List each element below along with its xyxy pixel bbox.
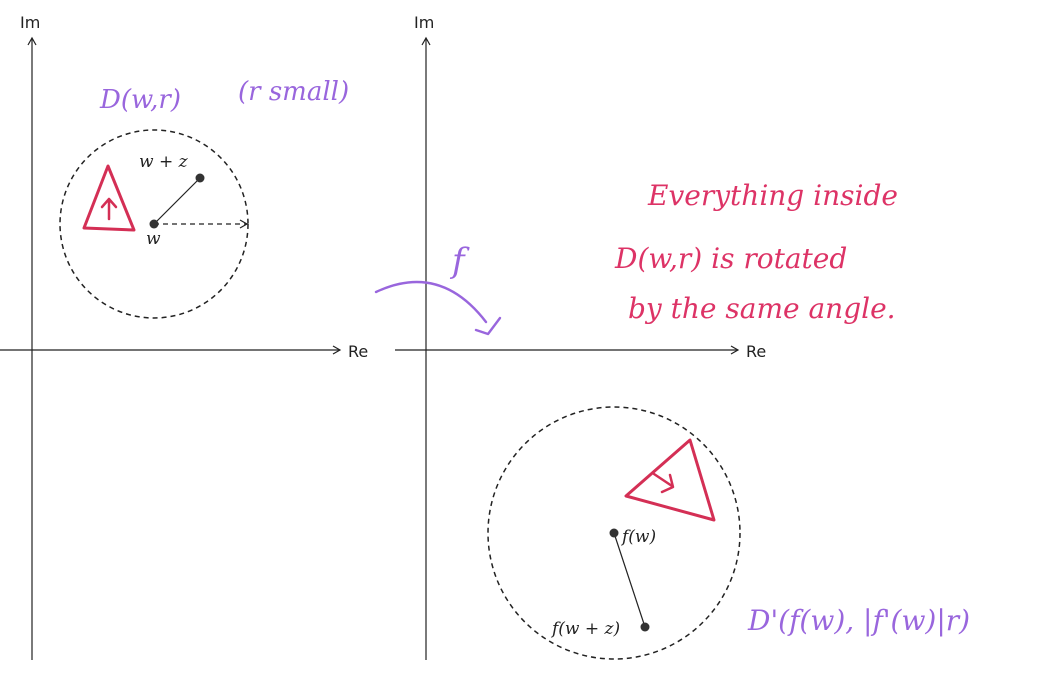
map-arrow: f: [374, 241, 502, 336]
left-disk: D(w,r) (r small) w w + z: [59, 77, 349, 319]
map-label: f: [449, 241, 470, 281]
curved-arrow: [374, 280, 488, 324]
left-offset-point: [195, 173, 205, 183]
right-point-label: f(w + z): [550, 619, 620, 639]
annotation-line2: D(w,r) is rotated: [614, 242, 847, 275]
annotation-line1: Everything inside: [647, 179, 898, 212]
annotation-line3: by the same angle.: [628, 292, 896, 325]
left-triangle: [82, 164, 136, 232]
left-disk-label: D(w,r): [99, 85, 181, 115]
left-center-point: [149, 219, 159, 229]
right-re-label: Re: [746, 342, 766, 361]
right-axes: Re Im: [395, 13, 766, 660]
left-re-label: Re: [348, 342, 368, 361]
left-segment: [153, 177, 201, 225]
left-center-label: w: [146, 229, 161, 249]
right-center-point: [609, 528, 619, 538]
right-disk-boundary: [487, 406, 741, 660]
curved-arrow-head: [474, 316, 502, 336]
left-im-label: Im: [20, 13, 40, 32]
right-disk-label: D'(f(w), |f'(w)|r): [747, 604, 970, 637]
annotation: Everything inside D(w,r) is rotated by t…: [614, 179, 898, 325]
right-triangle: [624, 438, 716, 522]
right-im-label: Im: [414, 13, 434, 32]
right-center-label: f(w): [620, 527, 656, 547]
right-arrow-icon: [652, 472, 675, 494]
right-segment: [613, 532, 646, 628]
right-offset-point: [640, 622, 650, 632]
left-point-label: w + z: [139, 152, 189, 172]
right-disk: f(w) f(w + z) D'(f(w), |f'(w)|r): [487, 406, 970, 660]
up-arrow-icon: [100, 197, 118, 221]
left-axes: Re Im: [0, 13, 368, 660]
left-disk-note: (r small): [238, 77, 349, 107]
